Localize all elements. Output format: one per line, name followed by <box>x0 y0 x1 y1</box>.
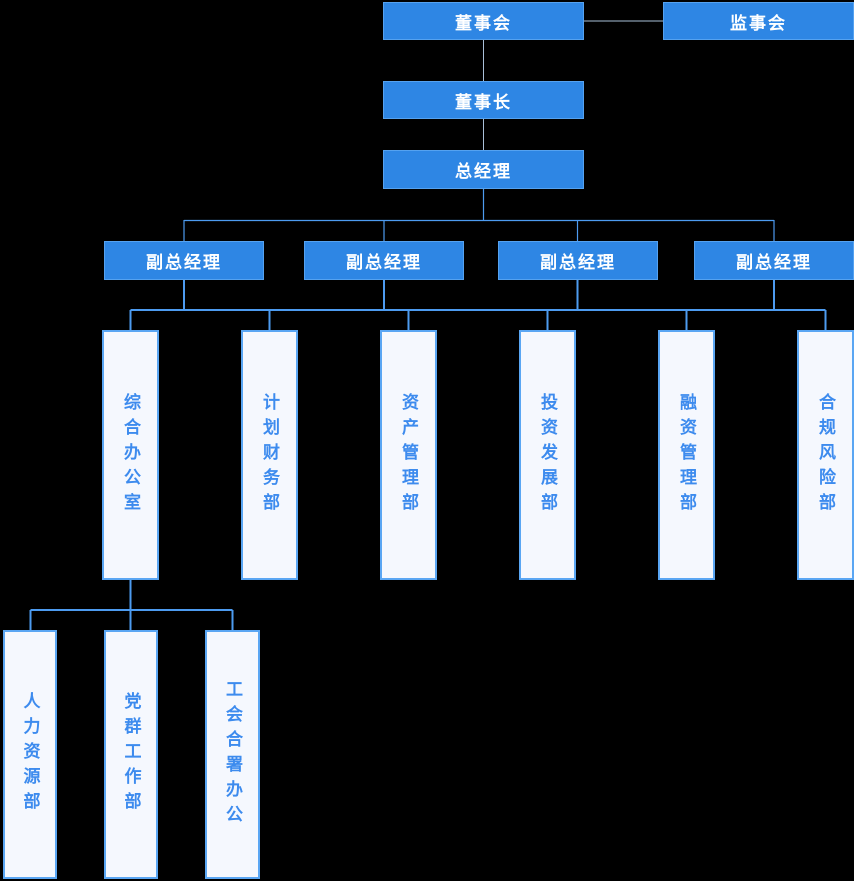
node-subdept-party-masses-work: 党群工作部 <box>104 630 158 879</box>
node-deputy-general-manager-2: 副总经理 <box>304 241 464 280</box>
node-deputy-general-manager-3: 副总经理 <box>498 241 658 280</box>
node-subdept-human-resources: 人力资源部 <box>3 630 57 879</box>
node-general-manager: 总经理 <box>383 150 584 189</box>
node-dept-asset-management: 资产管理部 <box>380 330 437 580</box>
node-deputy-general-manager-1: 副总经理 <box>104 241 264 280</box>
node-deputy-general-manager-4: 副总经理 <box>694 241 854 280</box>
node-dept-investment-development: 投资发展部 <box>519 330 576 580</box>
node-dept-general-office: 综合办公室 <box>102 330 159 580</box>
node-supervisory-board: 监事会 <box>663 2 854 40</box>
node-dept-planning-finance: 计划财务部 <box>241 330 298 580</box>
node-board-of-directors: 董事会 <box>383 2 584 40</box>
node-chairman: 董事长 <box>383 81 584 119</box>
node-dept-compliance-risk: 合规风险部 <box>797 330 854 580</box>
node-subdept-union-joint-office: 工会合署办公 <box>205 630 260 879</box>
node-dept-financing-management: 融资管理部 <box>658 330 715 580</box>
